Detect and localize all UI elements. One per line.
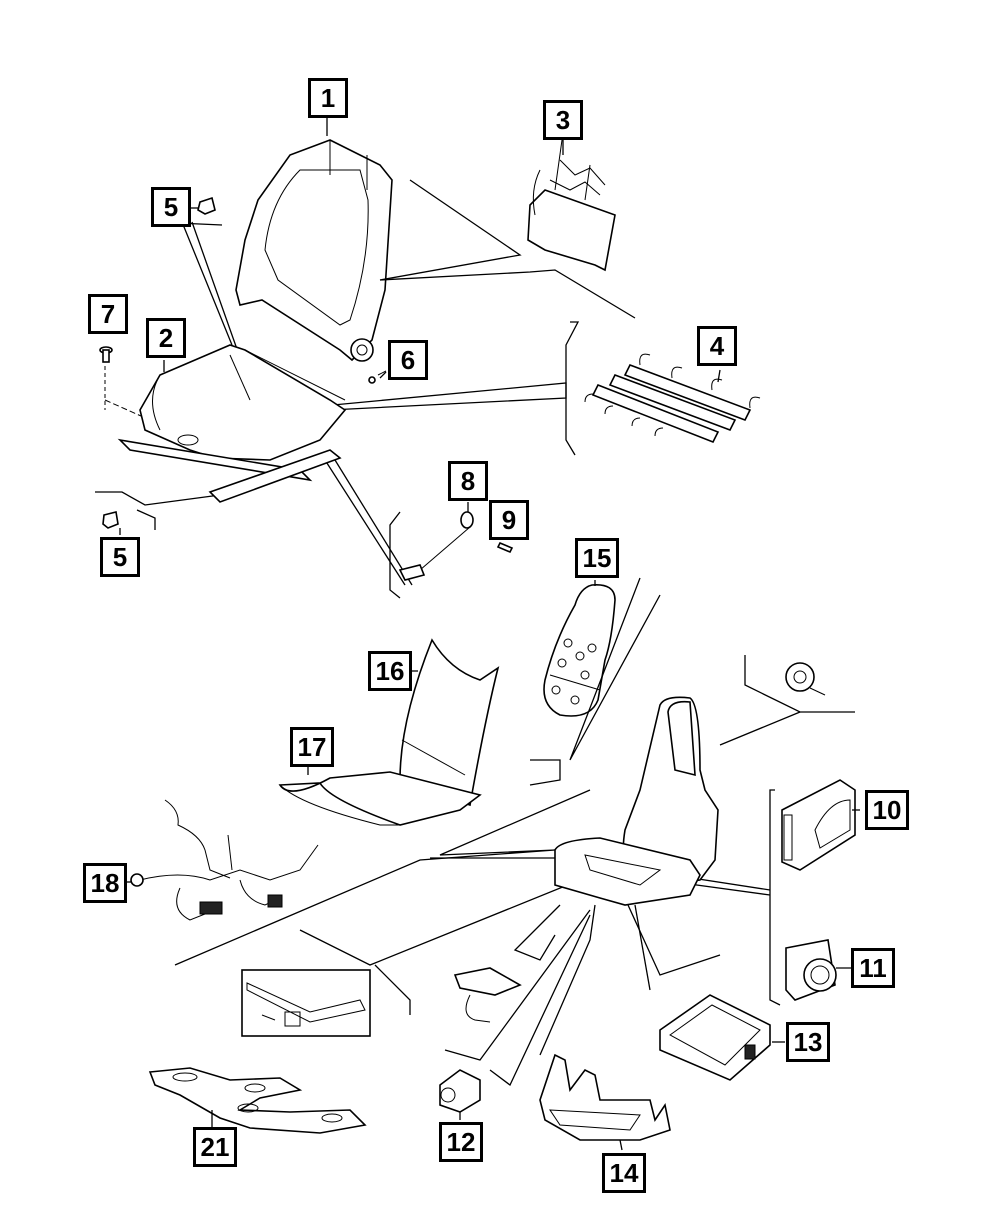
seat-back-frame: [235, 120, 393, 362]
callout-2[interactable]: 2: [146, 318, 186, 358]
callout-17[interactable]: 17: [290, 727, 334, 767]
callout-18[interactable]: 18: [83, 863, 127, 903]
inset-box: [241, 969, 371, 1037]
bolt: [99, 346, 113, 363]
callout-9[interactable]: 9: [489, 500, 529, 540]
lumbar-module: [781, 779, 856, 871]
callout-6[interactable]: 6: [388, 340, 428, 380]
callout-7[interactable]: 7: [88, 294, 128, 334]
screw-small: [496, 541, 514, 554]
callout-3[interactable]: 3: [543, 100, 583, 140]
callout-16[interactable]: 16: [368, 651, 412, 691]
occupant-sensor-mat: [148, 1067, 367, 1134]
callout-10[interactable]: 10: [865, 790, 909, 830]
cushion-spring-mat: [584, 353, 761, 444]
seat-back-heater-pad: [543, 583, 616, 717]
callout-21[interactable]: 21: [193, 1127, 237, 1167]
callout-1[interactable]: 1: [308, 78, 348, 118]
control-module: [659, 994, 771, 1081]
screw: [368, 370, 387, 384]
callout-8[interactable]: 8: [448, 461, 488, 501]
callout-15[interactable]: 15: [575, 538, 619, 578]
seat-switch: [785, 939, 837, 1001]
callout-12[interactable]: 12: [439, 1122, 483, 1162]
assembled-seat: [554, 696, 719, 906]
leader-lines: [95, 179, 636, 599]
clip-upper: [197, 196, 216, 215]
seat-wiring-harness: [130, 799, 319, 921]
clip-lower: [102, 511, 119, 529]
connector: [439, 1069, 481, 1113]
callout-5-lower[interactable]: 5: [100, 537, 140, 577]
callout-4[interactable]: 4: [697, 326, 737, 366]
callout-5-upper[interactable]: 5: [151, 187, 191, 227]
seat-back-heater-element: [399, 638, 500, 807]
seat-back-suspension-mat: [527, 139, 616, 272]
buckle-sensor-wire: [398, 511, 474, 581]
wiring-module: [453, 967, 522, 1023]
callout-11[interactable]: 11: [851, 948, 895, 988]
callout-13[interactable]: 13: [786, 1022, 830, 1062]
callout-14[interactable]: 14: [602, 1153, 646, 1193]
seat-cushion-frame: [117, 344, 347, 503]
callout-ticks: [119, 118, 860, 1151]
cushion-heater-element: [278, 771, 482, 826]
cushion-pan-bracket: [539, 1053, 671, 1141]
motor-unit: [785, 662, 826, 696]
